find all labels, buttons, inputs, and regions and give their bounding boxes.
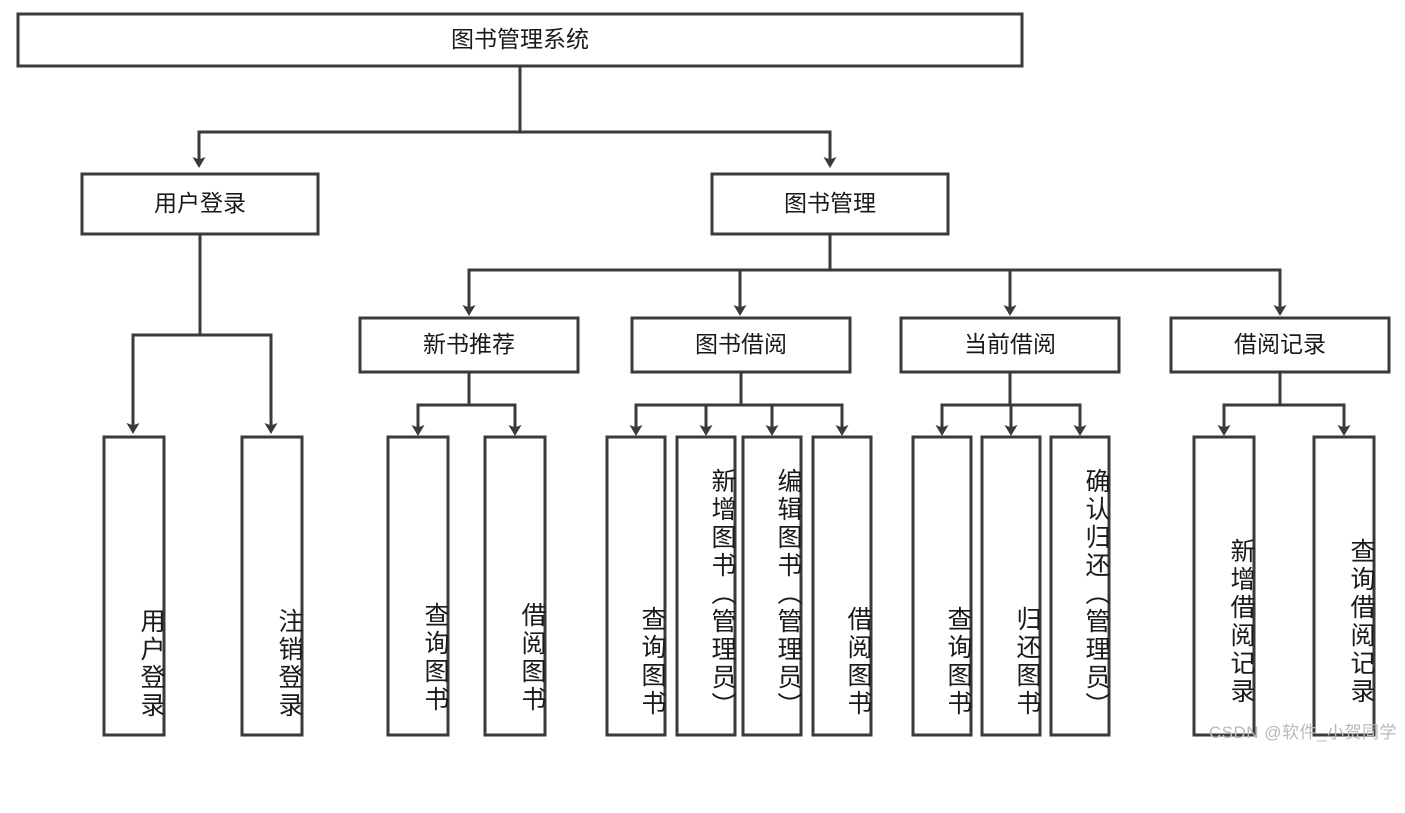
functional-structure-diagram: 图书管理系统 用户登录 图书管理 新书推荐 图书借阅 当前借阅 借阅记录 bbox=[16, 12, 1397, 742]
node-borrow-records-box[interactable] bbox=[1169, 316, 1391, 374]
node-leaf-edit-book-box[interactable] bbox=[741, 435, 803, 737]
node-borrow-box[interactable] bbox=[630, 316, 852, 374]
csdn-watermark: CSDN @软件_小贺同学 bbox=[1208, 723, 1397, 742]
node-user-login-label: 用户登录 bbox=[154, 190, 246, 216]
node-leaf-return-book-box[interactable] bbox=[980, 435, 1042, 737]
node-leaf-add-record-box[interactable] bbox=[1192, 435, 1256, 737]
node-borrow-label: 图书借阅 bbox=[695, 331, 787, 357]
node-leaf-confirm-return-box[interactable] bbox=[1049, 435, 1111, 737]
node-leaf-add-book-box[interactable] bbox=[675, 435, 737, 737]
node-leaf-borrow-book-1-box[interactable] bbox=[483, 435, 547, 737]
node-leaf-borrow-book-2-box[interactable] bbox=[811, 435, 873, 737]
node-leaf-query-record-box[interactable] bbox=[1312, 435, 1376, 737]
diagram-canvas: 图书管理系统 用户登录 图书管理 新书推荐 图书借阅 当前借阅 借阅记录 bbox=[16, 12, 1391, 737]
node-borrow-records-label: 借阅记录 bbox=[1234, 331, 1326, 357]
node-leaf-query-book-3-box[interactable] bbox=[911, 435, 973, 737]
node-root-box[interactable] bbox=[16, 12, 1024, 68]
node-root-label: 图书管理系统 bbox=[451, 26, 589, 52]
node-current-borrow-box[interactable] bbox=[899, 316, 1121, 374]
node-book-manage-label: 图书管理 bbox=[784, 190, 876, 216]
node-leaf-logout-box[interactable] bbox=[240, 435, 304, 737]
node-leaf-query-book-1-box[interactable] bbox=[386, 435, 450, 737]
node-current-borrow-label: 当前借阅 bbox=[964, 331, 1056, 357]
node-new-book-label: 新书推荐 bbox=[423, 331, 515, 357]
node-leaf-user-login-box[interactable] bbox=[102, 435, 166, 737]
node-new-book-box[interactable] bbox=[358, 316, 580, 374]
node-book-manage-box[interactable] bbox=[710, 172, 950, 236]
node-leaf-query-book-2-box[interactable] bbox=[605, 435, 667, 737]
